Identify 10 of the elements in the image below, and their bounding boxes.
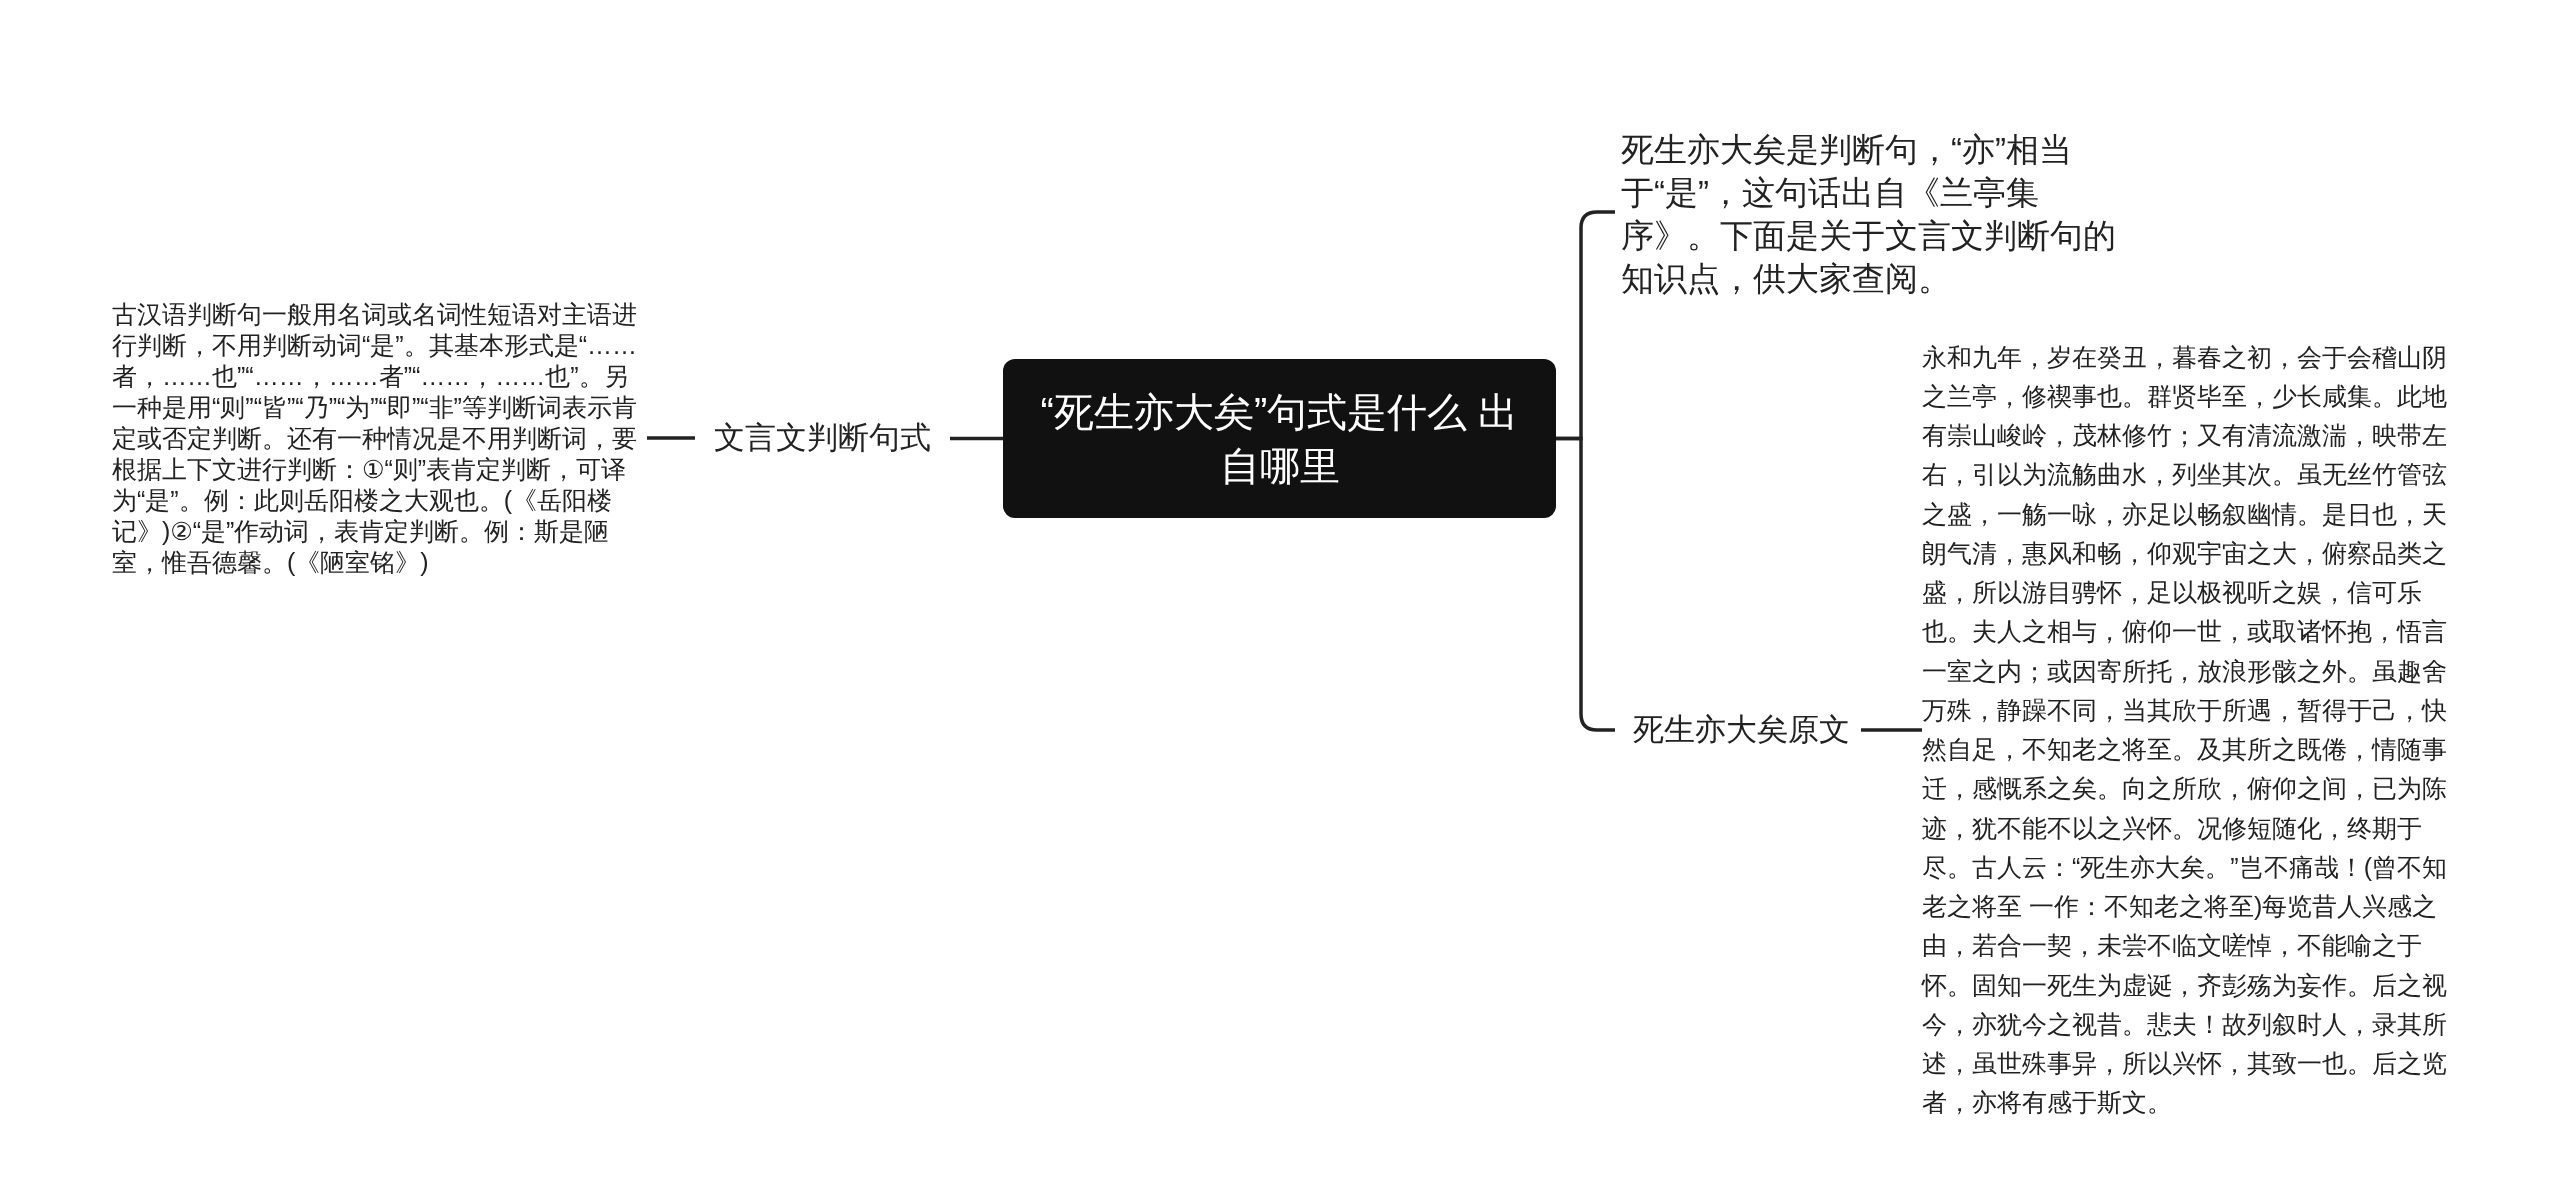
note-text: 古汉语判断句一般用名词或名词性短语对主语进行判断，不用判断动词“是”。其基本形式是“……者，……也”“……，……者”“……，……也”。另一种是用“则”“皆”“乃”“为”“即”“非”等判断词表示肯定或否定判断。还有一种情况是不用判断词，要根据上下文进行判断：①“则”表肯定判断，可译为“是”。例：此则岳阳楼之大观也。(《岳阳楼记》)②“是”作动词，表肯定判断。例：斯是陋室，惟吾德馨。(《陋室铭》)	[112, 298, 638, 578]
connector-line	[647, 436, 695, 440]
connector-line	[950, 436, 1003, 441]
connector-line	[1861, 728, 1922, 732]
topic-text: 死生亦大矣是判断句，“亦”相当于“是”，这句话出自《兰亭集序》。下面是关于文言文判断句的知识点，供大家查阅。	[1621, 130, 2117, 299]
root-title: “死生亦大矣”句式是什么 出自哪里	[1039, 388, 1520, 490]
branch-label: 文言文判断句式	[714, 418, 931, 457]
branch-label: 死生亦大矣原文	[1632, 710, 1850, 749]
root-node	[1003, 359, 1556, 518]
note-text: 永和九年，岁在癸丑，暮春之初，会于会稽山阴之兰亭，修禊事也。群贤毕至，少长咸集。此地有崇山峻岭，茂林修竹；又有清流激湍，映带左右，引以为流觞曲水，列坐其次。虽无丝竹管弦之盛，一觞一咏，亦足以畅叙幽情。是日也，天朗气清，惠风和畅，仰观宇宙之大，俯察品类之盛，所以游目骋怀，足以极视听之娱，信可乐也。夫人之相与，俯仰一世，或取诸怀抱，悟言一室之内；或因寄所托，放浪形骸之外。虽趣舍万殊，静躁不同，当其欣于所遇，暂得于己，快然自足，不知老之将至。及其所之既倦，情随事迁，感慨系之矣。向之所欣，俯仰之间，已为陈迹，犹不能不以之兴怀。况修短随化，终期于尽。古人云：“死生亦大矣。”岂不痛哉！(曾不知老之将至 一作：不知老之将至)每览昔人兴感之由，若合一契，未尝不临文嗟悼，不能喻之于怀。固知一死生为虚诞，齐彭殇为妄作。后之视今，亦犹今之视昔。悲夫！故列叙时人，录其所述，虽世殊事异，所以兴怀，其致一也。后之览者，亦将有感于斯文。	[1922, 341, 2448, 1119]
